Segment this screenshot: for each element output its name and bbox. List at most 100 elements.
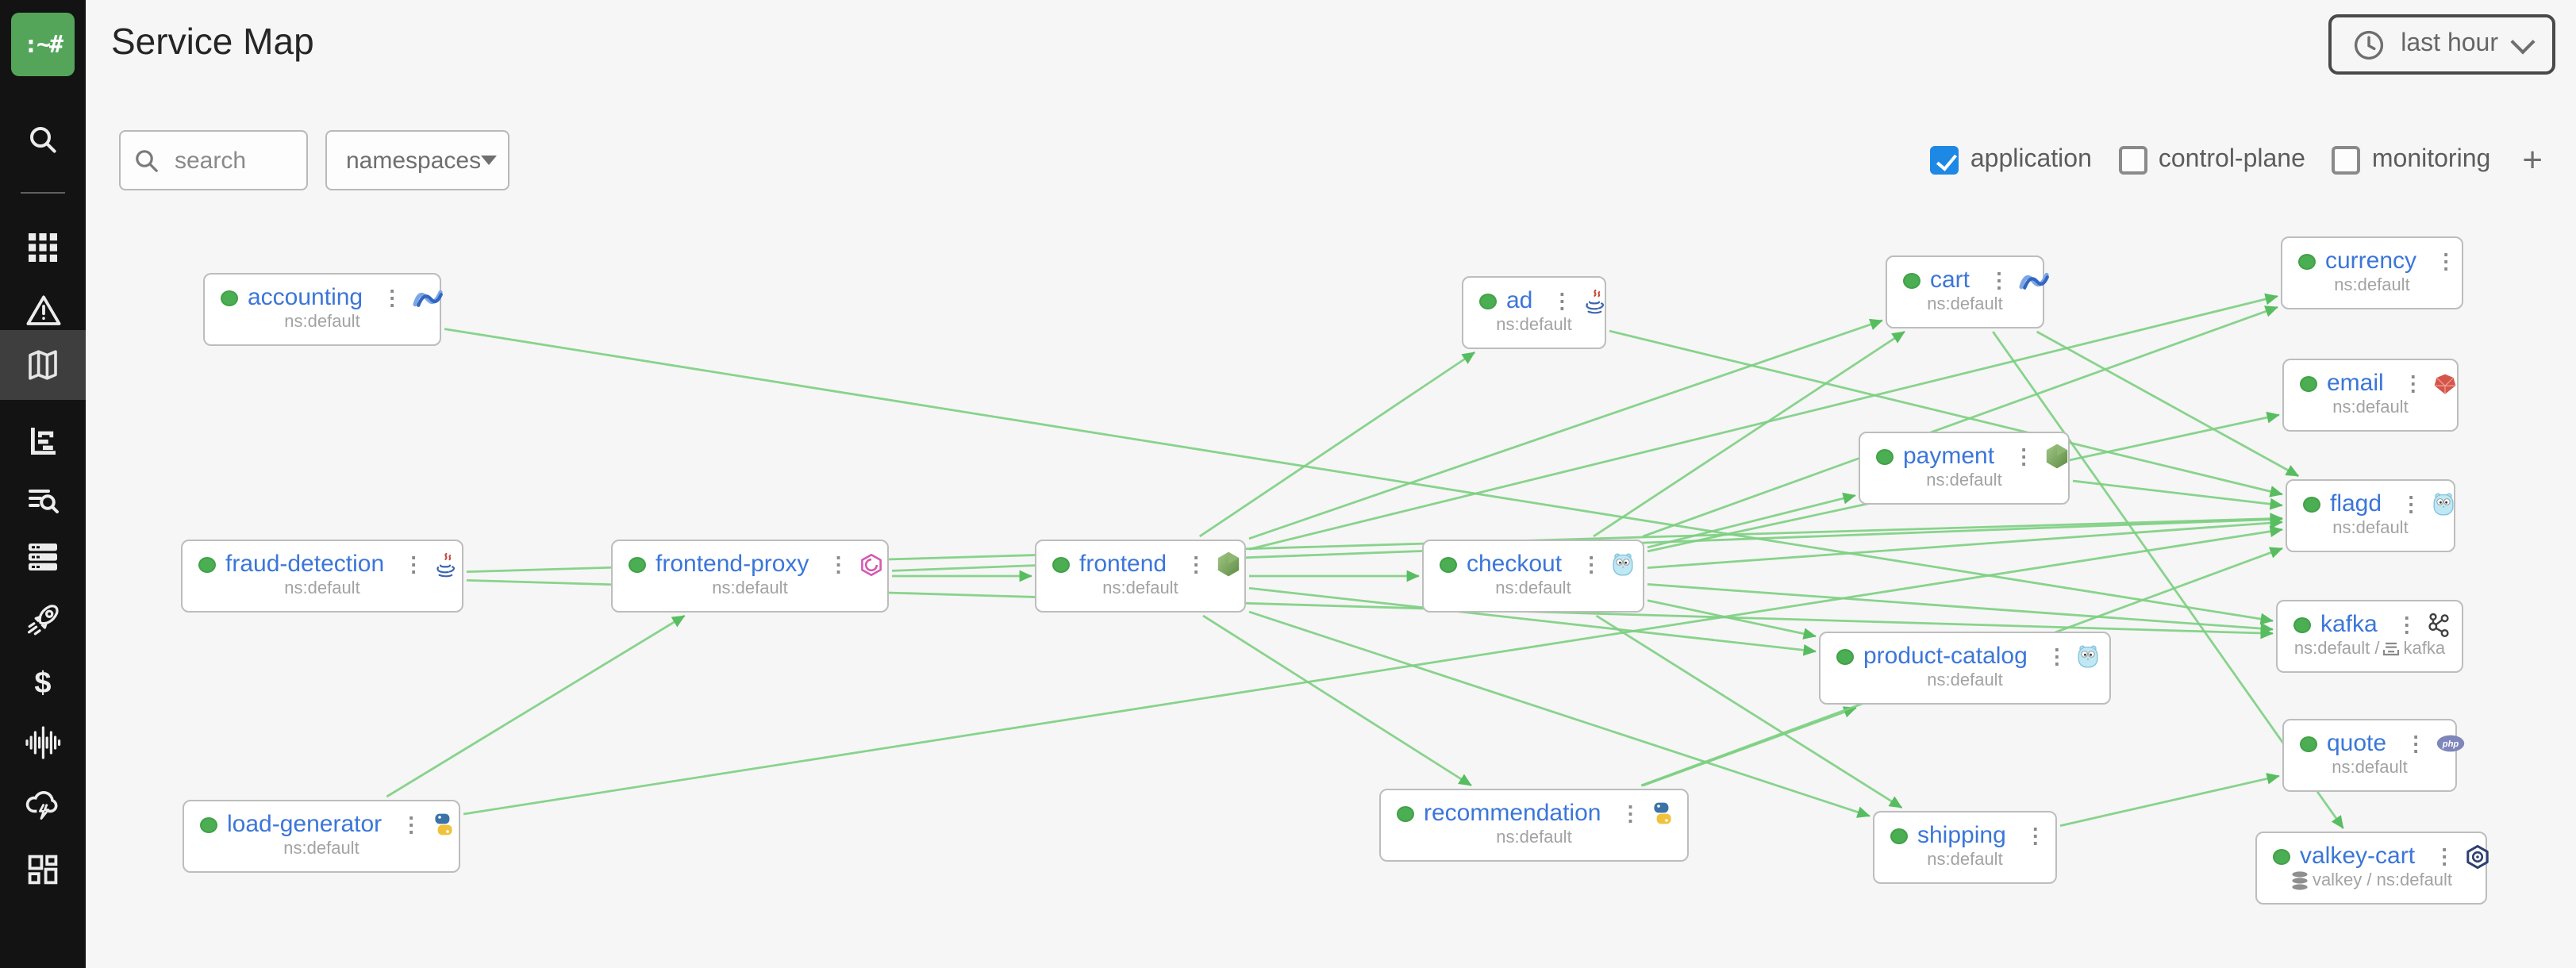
edge-checkout-to-payment — [1647, 495, 1855, 547]
search-input[interactable] — [171, 145, 289, 175]
status-dot — [2298, 253, 2316, 269]
kebab-menu-icon[interactable]: ⋮ — [2405, 733, 2426, 754]
service-node-load-generator[interactable]: load-generator⋮ns:default — [183, 800, 460, 873]
php-icon: php — [2436, 735, 2464, 752]
kebab-menu-icon[interactable]: ⋮ — [403, 554, 424, 574]
service-node-accounting[interactable]: accounting⋮ns:default — [203, 273, 441, 346]
checkbox-monitoring[interactable] — [2332, 146, 2361, 175]
go-icon — [2077, 644, 2101, 668]
edge-frontend-to-ad — [1200, 352, 1475, 536]
status-dot — [1440, 556, 1457, 572]
edge-frontend-to-shipping — [1249, 612, 1870, 816]
kebab-menu-icon[interactable]: ⋮ — [828, 554, 848, 574]
edge-checkout-to-product-catalog — [1647, 601, 1816, 636]
service-node-payment[interactable]: payment⋮ns:default — [1859, 432, 2070, 505]
checkbox-control-plane[interactable] — [2119, 146, 2147, 175]
status-dot — [2300, 375, 2317, 391]
sidebar-item-apps[interactable] — [0, 219, 86, 276]
service-node-shipping[interactable]: shipping⋮ns:default — [1873, 811, 2057, 884]
service-node-frontend-proxy[interactable]: frontend-proxy⋮ns:default — [611, 540, 889, 613]
namespace-label: ns:default — [1887, 295, 2043, 314]
kebab-menu-icon[interactable]: ⋮ — [382, 287, 402, 308]
filter-application[interactable]: application — [1931, 146, 2092, 175]
namespace-label: ns:default — [183, 579, 462, 598]
kebab-menu-icon[interactable]: ⋮ — [1186, 554, 1206, 574]
service-name: shipping — [1917, 822, 2006, 849]
sidebar-item-activity[interactable] — [0, 714, 86, 771]
kebab-menu-icon[interactable]: ⋮ — [2403, 373, 2424, 394]
service-node-currency[interactable]: currency⋮ns:default — [2281, 236, 2463, 309]
time-range-label: last hour — [2401, 30, 2498, 59]
status-dot — [2293, 617, 2311, 632]
namespaces-dropdown[interactable]: namespaces — [325, 130, 509, 190]
go-icon — [2431, 492, 2455, 516]
add-filter-button[interactable]: + — [2522, 144, 2543, 176]
service-node-email[interactable]: email⋮ns:default — [2282, 359, 2459, 432]
dashboard-icon — [25, 852, 60, 887]
checkbox-application[interactable] — [1931, 146, 1959, 175]
filter-monitoring[interactable]: monitoring — [2332, 146, 2490, 175]
service-node-quote[interactable]: quote⋮phpns:default — [2282, 719, 2457, 792]
kebab-menu-icon[interactable]: ⋮ — [1989, 270, 2009, 290]
edge-load-generator-to-frontend-proxy — [386, 616, 684, 797]
search-box[interactable] — [119, 130, 308, 190]
service-node-valkey-cart[interactable]: valkey-cart⋮valkey / ns:default — [2255, 832, 2487, 905]
service-node-recommendation[interactable]: recommendation⋮ns:default — [1379, 789, 1689, 862]
filter-control-plane[interactable]: control-plane — [2119, 146, 2305, 175]
edge-recommendation-to-product-catalog — [1643, 708, 1856, 786]
kebab-menu-icon[interactable]: ⋮ — [2436, 251, 2456, 271]
clock-icon — [2351, 28, 2385, 61]
status-dot — [1903, 272, 1920, 288]
service-node-cart[interactable]: cart⋮ns:default — [1886, 255, 2044, 328]
service-node-fraud-detection[interactable]: fraud-detection ⋮ ns:default — [181, 540, 463, 613]
sidebar-item-service-map[interactable] — [0, 330, 86, 400]
app-logo[interactable]: :~# — [11, 13, 75, 76]
python-icon — [1650, 801, 1674, 825]
namespace-label: ns:default / kafka — [2278, 640, 2462, 659]
filter-label: application — [1970, 146, 2092, 175]
kebab-menu-icon[interactable]: ⋮ — [1551, 290, 1572, 311]
service-name: fraud-detection — [225, 551, 384, 578]
waterfall-icon — [25, 424, 60, 459]
namespace-label: ns:default — [2284, 759, 2455, 778]
service-name: kafka — [2320, 611, 2378, 638]
service-node-frontend[interactable]: frontend⋮ns:default — [1035, 540, 1246, 613]
java-icon — [1582, 288, 1605, 313]
sidebar-item-search[interactable] — [0, 111, 86, 168]
python-icon — [431, 812, 455, 836]
edge-checkout-to-flagd — [1647, 522, 2282, 568]
status-dot — [1052, 556, 1070, 572]
kebab-menu-icon[interactable]: ⋮ — [2397, 614, 2417, 635]
kebab-menu-icon[interactable]: ⋮ — [1581, 554, 1601, 574]
sidebar-item-log-search[interactable] — [0, 473, 86, 530]
kebab-menu-icon[interactable]: ⋮ — [2434, 846, 2455, 866]
kafka-icon — [2427, 612, 2451, 637]
svg-text:$: $ — [34, 666, 51, 700]
service-node-flagd[interactable]: flagd⋮ns:default — [2286, 479, 2455, 552]
edge-checkout-to-cart — [1594, 332, 1905, 536]
namespaces-label: namespaces — [346, 147, 481, 174]
status-dot — [629, 556, 646, 572]
kebab-menu-icon[interactable]: ⋮ — [2401, 494, 2421, 514]
sidebar-item-launch[interactable] — [0, 590, 86, 647]
manage-search-icon — [25, 484, 60, 519]
service-node-ad[interactable]: ad⋮ns:default — [1462, 276, 1606, 349]
kebab-menu-icon[interactable]: ⋮ — [2025, 825, 2046, 846]
kebab-menu-icon[interactable]: ⋮ — [2047, 646, 2067, 666]
sidebar-item-cost[interactable]: $ — [0, 654, 86, 711]
service-name: product-catalog — [1863, 643, 2028, 670]
sidebar-item-dashboards[interactable] — [0, 841, 86, 898]
time-range-button[interactable]: last hour — [2328, 14, 2555, 75]
sidebar-item-storage[interactable] — [0, 528, 86, 586]
service-node-product-catalog[interactable]: product-catalog⋮ns:default — [1819, 632, 2111, 705]
queue-icon — [2383, 641, 2401, 657]
sidebar-item-traces[interactable] — [0, 413, 86, 470]
kebab-menu-icon[interactable]: ⋮ — [1620, 803, 1640, 824]
service-node-kafka[interactable]: kafka ⋮ ns:default / kafka — [2276, 600, 2463, 673]
status-dot — [198, 556, 216, 572]
kebab-menu-icon[interactable]: ⋮ — [401, 814, 421, 835]
kebab-menu-icon[interactable]: ⋮ — [2013, 446, 2034, 467]
service-name: frontend-proxy — [656, 551, 809, 578]
sidebar-item-cloud-events[interactable] — [0, 776, 86, 833]
service-node-checkout[interactable]: checkout⋮ns:default — [1422, 540, 1644, 613]
